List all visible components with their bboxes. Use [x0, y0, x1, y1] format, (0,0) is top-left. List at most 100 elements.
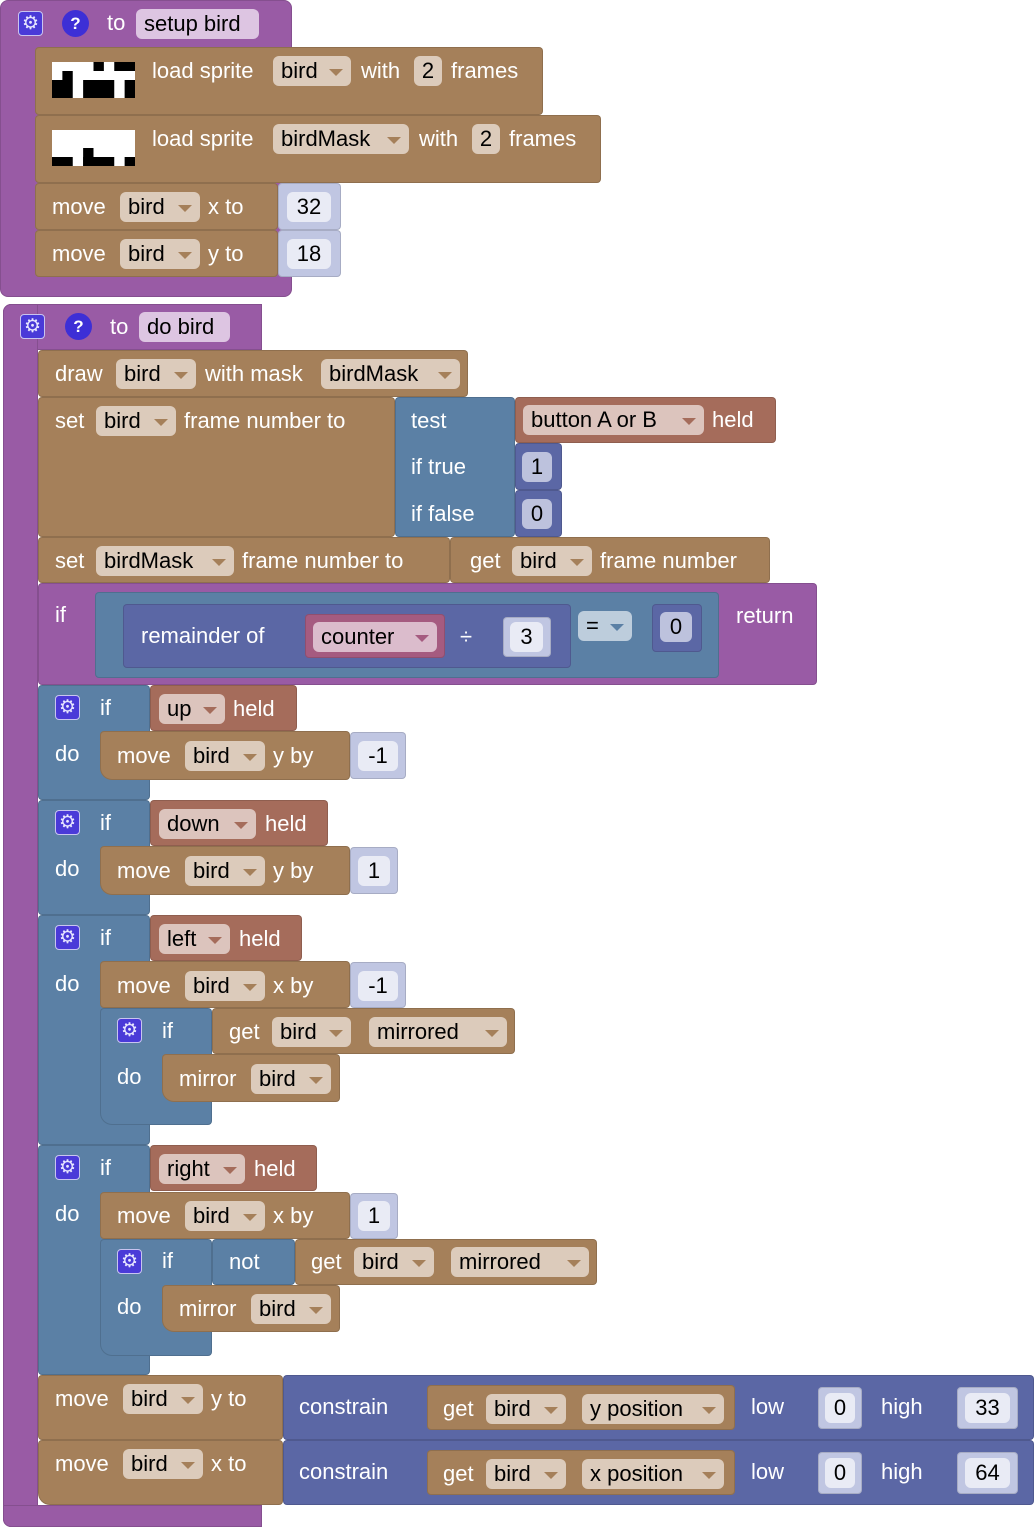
sprite-dropdown[interactable]: bird — [185, 856, 265, 886]
property-dropdown[interactable]: mirrored — [369, 1017, 507, 1047]
number-field[interactable]: 1 — [358, 856, 390, 886]
if-label: if — [55, 602, 66, 627]
number-field[interactable]: -1 — [358, 971, 398, 1001]
number-field[interactable]: 18 — [287, 239, 331, 269]
dropdown-value: bird — [259, 1066, 296, 1091]
not-block[interactable] — [212, 1239, 295, 1285]
number-field[interactable]: 33 — [965, 1393, 1010, 1423]
number-field[interactable]: 0 — [825, 1458, 855, 1488]
sprite-dropdown[interactable]: bird — [120, 239, 200, 269]
sprite-dropdown[interactable]: bird — [486, 1394, 566, 1424]
sprite-dropdown[interactable]: bird — [123, 1384, 203, 1414]
sprite-dropdown[interactable]: birdMask — [273, 124, 409, 154]
held-label: held — [233, 696, 275, 721]
if-true-label: if true — [411, 454, 467, 479]
gear-icon[interactable] — [55, 1155, 80, 1180]
dropdown-arrow-icon — [234, 822, 248, 829]
property-dropdown[interactable]: x position — [582, 1459, 724, 1489]
get-label: get — [229, 1019, 260, 1044]
number-field[interactable]: 3 — [510, 622, 543, 652]
if-label: if — [162, 1018, 173, 1043]
axis-label: y to — [208, 241, 244, 266]
operator-dropdown[interactable]: = — [578, 611, 632, 641]
get-label: get — [470, 548, 501, 573]
do-label: do — [55, 856, 80, 881]
gear-icon[interactable] — [117, 1018, 142, 1043]
button-dropdown[interactable]: button A or B — [523, 405, 704, 435]
sprite-dropdown[interactable]: bird — [354, 1247, 434, 1277]
button-dropdown[interactable]: up — [159, 694, 225, 724]
function-name-field[interactable]: do bird — [139, 312, 230, 342]
dropdown-arrow-icon — [203, 707, 217, 714]
mask-dropdown[interactable]: birdMask — [321, 359, 460, 389]
high-label: high — [881, 1459, 923, 1484]
dropdown-value: y position — [590, 1396, 683, 1421]
dropdown-value: x position — [590, 1461, 683, 1486]
number-field[interactable]: 1 — [358, 1201, 390, 1231]
variable-dropdown[interactable]: counter — [313, 622, 437, 652]
number-field[interactable]: 64 — [965, 1458, 1010, 1488]
dropdown-arrow-icon — [544, 1472, 558, 1479]
dropdown-arrow-icon — [181, 1397, 195, 1404]
help-icon[interactable] — [65, 313, 92, 340]
move-label: move — [117, 743, 171, 768]
held-label: held — [712, 407, 754, 432]
sprite-dropdown[interactable]: birdMask — [96, 546, 234, 576]
gear-icon[interactable] — [18, 11, 43, 36]
help-icon[interactable] — [62, 10, 89, 37]
number-field[interactable]: 0 — [825, 1393, 855, 1423]
sprite-dropdown[interactable]: bird — [486, 1459, 566, 1489]
sprite-dropdown[interactable]: bird — [185, 1201, 265, 1231]
number-field[interactable]: 32 — [287, 192, 331, 222]
sprite-dropdown[interactable]: bird — [273, 56, 351, 86]
sprite-dropdown[interactable]: bird — [512, 546, 592, 576]
sprite-dropdown[interactable]: bird — [96, 406, 176, 436]
load-sprite-label: load sprite — [152, 126, 254, 151]
sprite-dropdown[interactable]: bird — [120, 192, 200, 222]
button-dropdown[interactable]: right — [159, 1154, 245, 1184]
button-dropdown[interactable]: down — [159, 809, 256, 839]
gear-icon[interactable] — [55, 810, 80, 835]
axis-label: y by — [273, 743, 314, 768]
mirror-label: mirror — [179, 1066, 237, 1091]
sprite-dropdown[interactable]: bird — [185, 971, 265, 1001]
dropdown-value: bird — [124, 361, 161, 386]
function-bottom — [3, 1505, 262, 1527]
sprite-dropdown[interactable]: bird — [251, 1294, 331, 1324]
function-name-field[interactable]: setup bird — [136, 9, 259, 39]
number-field[interactable]: 1 — [522, 452, 552, 482]
dropdown-value: bird — [131, 1386, 168, 1411]
get-frame-block[interactable] — [450, 537, 770, 583]
gear-icon[interactable] — [117, 1249, 142, 1274]
sprite-dropdown[interactable]: bird — [123, 1449, 203, 1479]
button-dropdown[interactable]: left — [159, 924, 230, 954]
dropdown-value: birdMask — [329, 361, 419, 386]
sprite-dropdown[interactable]: bird — [251, 1064, 331, 1094]
sprite-dropdown[interactable]: bird — [185, 741, 265, 771]
property-dropdown[interactable]: y position — [582, 1394, 724, 1424]
gear-icon[interactable] — [55, 695, 80, 720]
sprite-dropdown[interactable]: bird — [272, 1017, 351, 1047]
sprite-dropdown[interactable]: bird — [116, 359, 196, 389]
axis-label: x to — [208, 194, 244, 219]
remainder-label: remainder of — [141, 623, 265, 648]
test-label: test — [411, 408, 447, 433]
number-field[interactable]: -1 — [358, 741, 398, 771]
sprite-mask-image — [52, 130, 135, 166]
set-label: set — [55, 408, 85, 433]
dropdown-value: bird — [193, 858, 230, 883]
divide-label: ÷ — [460, 624, 473, 649]
dropdown-value: bird — [494, 1396, 531, 1421]
held-label: held — [239, 926, 281, 951]
draw-label: draw — [55, 361, 103, 386]
ternary-block[interactable] — [395, 397, 515, 537]
number-field[interactable]: 0 — [522, 499, 552, 529]
property-dropdown[interactable]: mirrored — [451, 1247, 589, 1277]
gear-icon[interactable] — [55, 925, 80, 950]
dropdown-value: bird — [259, 1296, 296, 1321]
set-label: set — [55, 548, 85, 573]
frame-count-field[interactable]: 2 — [414, 56, 442, 86]
frame-count-field[interactable]: 2 — [472, 124, 500, 154]
number-field[interactable]: 0 — [660, 612, 692, 642]
gear-icon[interactable] — [20, 314, 45, 339]
